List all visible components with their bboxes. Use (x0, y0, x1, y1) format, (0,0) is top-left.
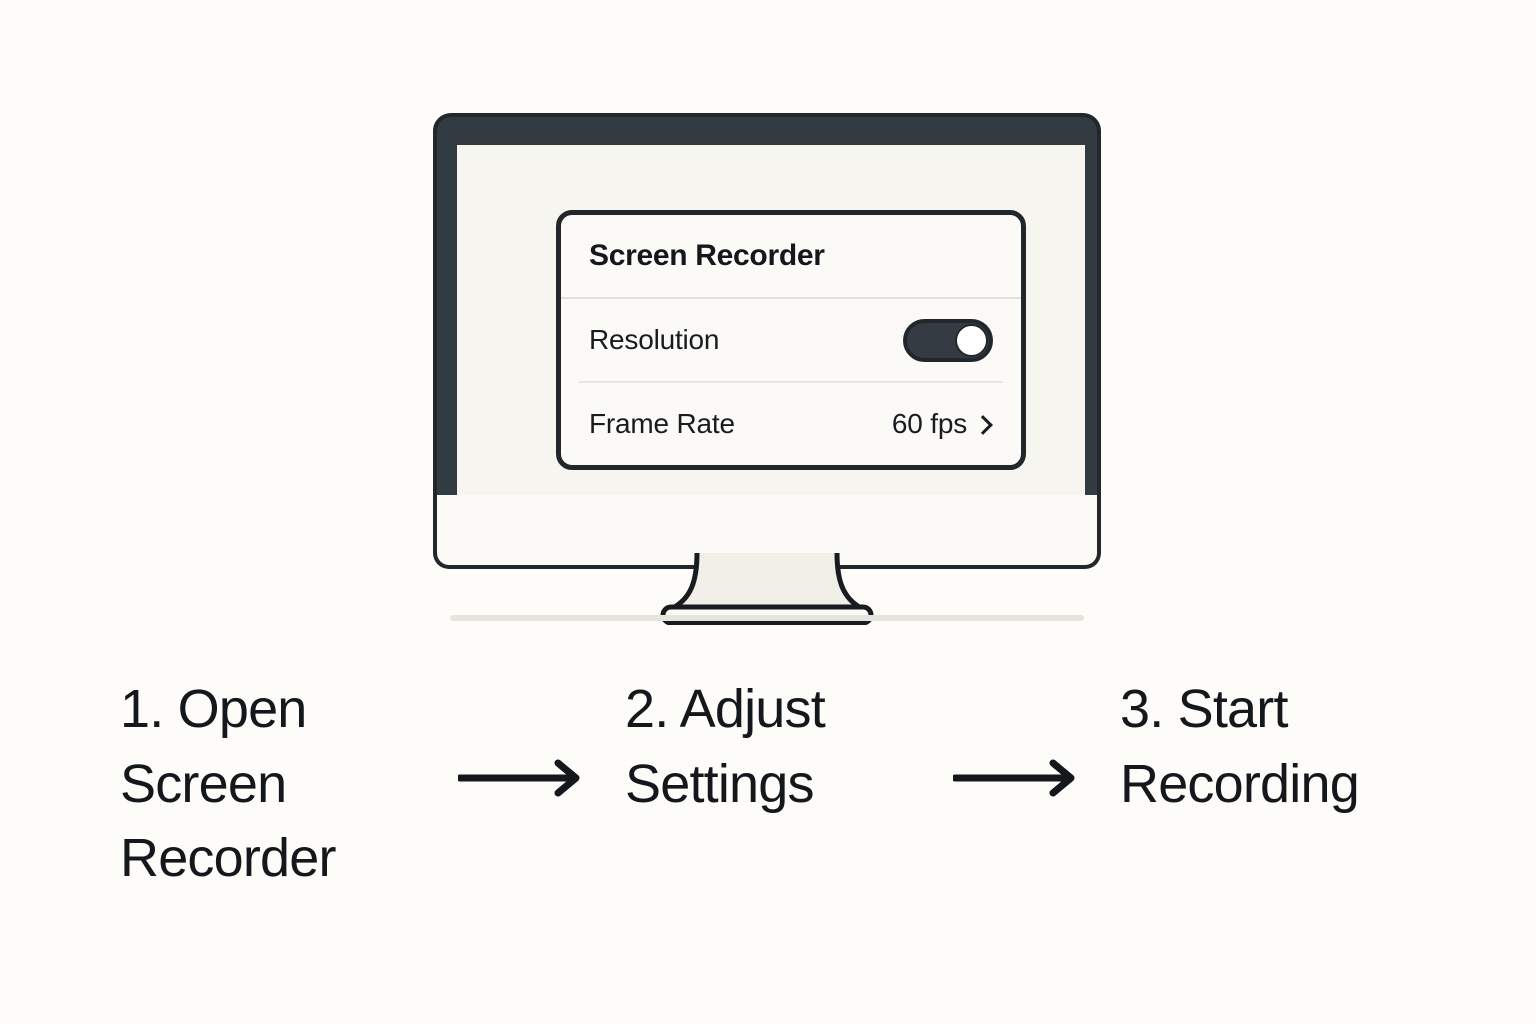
frame-rate-value: 60 fps (891, 408, 967, 439)
monitor-bezel: Screen Recorder Resolution Frame Rate (433, 113, 1101, 555)
screen-recorder-settings-card: Screen Recorder Resolution Frame Rate (556, 210, 1026, 470)
step-item-3: 3. Start Recording (1120, 679, 1360, 814)
monitor-illustration: Screen Recorder Resolution Frame Rate (433, 113, 1101, 638)
arrow-right-icon (457, 758, 588, 798)
arrow-right-icon (952, 758, 1083, 798)
resolution-toggle[interactable] (903, 318, 993, 362)
resolution-label: Resolution (589, 324, 720, 355)
frame-rate-value-group[interactable]: 60 fps (892, 408, 993, 440)
ground-shadow-line (450, 615, 1084, 621)
card-title: Screen Recorder (589, 239, 825, 272)
toggle-knob (955, 323, 988, 357)
step-item-2: 2. Adjust Settings (625, 679, 826, 814)
card-header: Screen Recorder (561, 215, 1021, 297)
step-item-1: 1. Open Screen Recorder (120, 679, 337, 889)
monitor-screen: Screen Recorder Resolution Frame Rate (457, 145, 1085, 497)
settings-row-resolution[interactable]: Resolution (561, 299, 1021, 381)
steps-row: 1. Open Screen Recorder 2. Adjust Settin… (120, 672, 1450, 902)
card-divider-middle (579, 381, 1003, 383)
frame-rate-label: Frame Rate (589, 408, 735, 439)
settings-row-frame-rate[interactable]: Frame Rate 60 fps (561, 383, 1021, 465)
card-divider-top (561, 297, 1021, 299)
chevron-right-icon (973, 410, 993, 438)
